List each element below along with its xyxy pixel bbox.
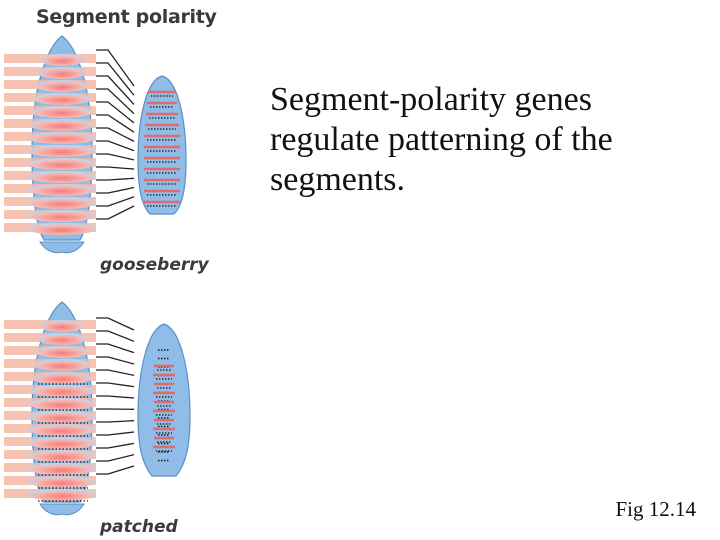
leader-lines xyxy=(96,49,135,220)
leader-line xyxy=(96,431,135,436)
figure-title: Segment polarity xyxy=(36,6,217,28)
segment-stripe xyxy=(28,197,96,209)
leader-line xyxy=(96,356,135,365)
leader-line xyxy=(96,166,135,170)
segment-stripe xyxy=(36,346,88,358)
segment-stripe xyxy=(38,333,86,345)
segment-stripe xyxy=(28,437,96,449)
segment-stripe xyxy=(34,359,90,371)
leader-lines xyxy=(96,317,135,475)
leader-line xyxy=(96,442,135,449)
leader-line xyxy=(96,114,135,133)
segment-stripe xyxy=(38,67,86,79)
leader-line xyxy=(96,317,135,331)
leader-line xyxy=(96,88,135,115)
segment-stripe xyxy=(28,411,96,423)
leader-line xyxy=(96,186,135,194)
segment-stripe xyxy=(28,450,96,462)
segment-stripe xyxy=(28,476,96,488)
segment-stripe xyxy=(28,223,96,235)
leader-line xyxy=(96,395,135,399)
segment-stripe xyxy=(34,93,90,105)
segment-stripe xyxy=(40,54,84,66)
segment-stripe xyxy=(32,372,92,384)
gooseberry-panel xyxy=(4,35,187,254)
gooseberry-label: gooseberry xyxy=(100,255,209,275)
segment-stripe xyxy=(36,80,88,92)
segment-stripe xyxy=(28,424,96,436)
segment-stripe xyxy=(30,385,94,397)
wild-type-embryo xyxy=(4,35,96,254)
leader-line xyxy=(96,196,135,207)
leader-line xyxy=(96,205,135,220)
patched-label: patched xyxy=(100,517,178,537)
segment-stripe xyxy=(28,398,96,410)
segment-stripe xyxy=(32,106,92,118)
leader-line xyxy=(96,343,135,354)
segment-stripe xyxy=(28,132,96,144)
leader-line xyxy=(96,177,135,181)
mutant-embryo xyxy=(137,75,187,215)
segment-stripe xyxy=(30,119,94,131)
segment-stripe xyxy=(40,320,84,332)
segment-stripe xyxy=(28,145,96,157)
segment-stripe xyxy=(28,210,96,222)
leader-line xyxy=(96,369,135,376)
segment-stripe xyxy=(28,158,96,170)
leader-line xyxy=(96,75,135,105)
leader-line xyxy=(96,140,135,152)
figure-reference: Fig 12.14 xyxy=(615,497,696,521)
leader-line xyxy=(96,153,135,161)
leader-line xyxy=(96,454,135,462)
leader-line xyxy=(96,420,135,423)
wild-type-embryo xyxy=(4,301,96,516)
leader-line xyxy=(96,101,135,124)
leader-line xyxy=(96,49,135,87)
leader-line xyxy=(96,330,135,342)
leader-line xyxy=(96,127,135,142)
mutant-embryo xyxy=(137,323,191,477)
segment-stripe xyxy=(28,171,96,183)
leader-line xyxy=(96,382,135,388)
leader-line xyxy=(96,465,135,475)
segment-stripe xyxy=(28,184,96,196)
segment-stripe xyxy=(28,489,96,501)
patched-panel xyxy=(4,301,191,516)
leader-line xyxy=(96,62,135,96)
caption-text: Segment-polarity genes regulate patterni… xyxy=(270,81,613,198)
segment-stripe xyxy=(28,463,96,475)
